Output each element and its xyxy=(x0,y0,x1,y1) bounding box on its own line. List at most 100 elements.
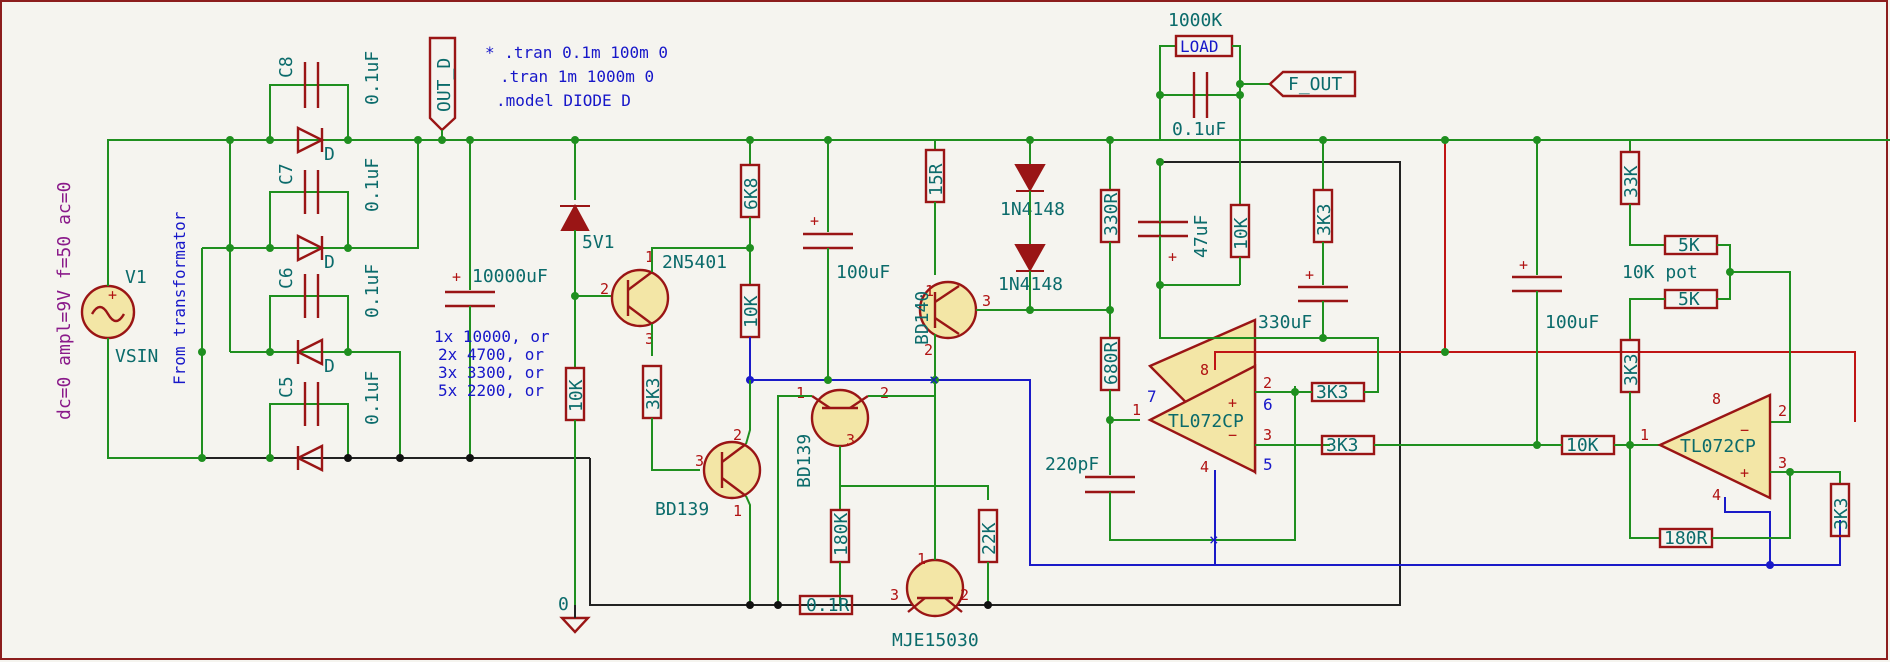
svg-text:5K: 5K xyxy=(1678,289,1700,310)
diode-d-4[interactable] xyxy=(295,444,324,472)
svg-text:+: + xyxy=(1740,464,1749,482)
svg-text:2: 2 xyxy=(960,586,969,604)
f-out-label[interactable]: F_OUT xyxy=(1268,70,1357,98)
cap-c8-value: 0.1uF xyxy=(362,51,383,105)
svg-text:+: + xyxy=(1228,394,1237,412)
diode-d-3[interactable] xyxy=(295,338,324,366)
svg-text:10K: 10K xyxy=(566,379,587,412)
diode-1n4148-b[interactable] xyxy=(1014,244,1046,273)
svg-text:+: + xyxy=(108,286,117,304)
svg-text:8: 8 xyxy=(1200,361,1209,379)
diode-1n4148-a[interactable] xyxy=(1014,164,1046,193)
opamp-tl072cp-1[interactable]: TL072CP +− 7 1 8 4 2 6 3 5 xyxy=(1132,318,1273,476)
svg-text:2: 2 xyxy=(1778,402,1787,420)
svg-text:1: 1 xyxy=(796,384,805,402)
svg-text:2N5401: 2N5401 xyxy=(662,252,727,273)
svg-text:2: 2 xyxy=(600,280,609,298)
svg-text:BD139: BD139 xyxy=(794,434,815,488)
svg-text:+: + xyxy=(1519,256,1528,274)
svg-text:3: 3 xyxy=(695,452,704,470)
svg-text:1: 1 xyxy=(1640,426,1649,444)
svg-text:2: 2 xyxy=(1263,374,1272,392)
svg-text:BD139: BD139 xyxy=(655,499,709,520)
resistor-0.1r[interactable] xyxy=(798,594,854,616)
cap-c5-value: 0.1uF xyxy=(362,371,383,425)
bridge-row-c5: C5 0.1uF xyxy=(269,371,383,472)
cap-100uf-b: 100uF xyxy=(1545,312,1599,333)
source-section: dc=0 ampl=9V f=50 ac=0 From transformato… xyxy=(54,139,230,459)
svg-text:3: 3 xyxy=(982,292,991,310)
svg-text:6: 6 xyxy=(1263,395,1273,414)
svg-text:5: 5 xyxy=(1263,455,1273,474)
diode-d-1[interactable] xyxy=(296,126,325,154)
svg-text:×: × xyxy=(929,370,939,389)
svg-text:+: + xyxy=(452,268,461,286)
cap-10000uf[interactable]: + 10000uF xyxy=(445,140,548,458)
zener-diode[interactable] xyxy=(560,203,590,231)
svg-text:5K: 5K xyxy=(1678,235,1700,256)
cap-47uf: 47uF xyxy=(1191,215,1212,258)
cap-220pf: 220pF xyxy=(1045,454,1099,475)
cap-c6-ref: C6 xyxy=(276,267,297,289)
out-d-label[interactable]: OUT_D xyxy=(428,36,457,144)
svg-text:+: + xyxy=(1168,248,1177,266)
transistor-bd140[interactable]: 123 BD140 xyxy=(912,280,991,359)
svg-text:1: 1 xyxy=(925,282,934,300)
svg-text:3: 3 xyxy=(890,586,899,604)
cap-c8-ref: C8 xyxy=(276,56,297,78)
svg-text:+: + xyxy=(1305,266,1314,284)
cap-note-2: 2x 4700, or xyxy=(438,345,544,364)
cap-note-1: 1x 10000, or xyxy=(434,327,550,346)
svg-text:6K8: 6K8 xyxy=(741,177,762,210)
cap-c6-value: 0.1uF xyxy=(362,264,383,318)
svg-text:TL072CP: TL072CP xyxy=(1680,436,1756,457)
cap-100uf-a: 100uF xyxy=(836,262,890,283)
svg-text:+: + xyxy=(810,212,819,230)
svg-text:4: 4 xyxy=(1200,458,1209,476)
diode-1n4148-a-label: 1N4148 xyxy=(1000,199,1065,220)
svg-text:180K: 180K xyxy=(831,512,852,556)
svg-text:15R: 15R xyxy=(926,163,947,196)
svg-text:−: − xyxy=(1740,421,1749,439)
opamp-tl072cp-2[interactable]: TL072CP −+ 1 8 4 2 3 xyxy=(1640,390,1787,504)
svg-text:3K3: 3K3 xyxy=(643,377,664,410)
svg-text:1: 1 xyxy=(733,502,742,520)
zener-label: 5V1 xyxy=(582,232,615,253)
cap-c5-ref: C5 xyxy=(276,376,297,398)
transistor-bd139-a[interactable]: 3 2 1 BD139 xyxy=(655,426,762,520)
svg-text:F_OUT: F_OUT xyxy=(1288,74,1342,95)
svg-text:1: 1 xyxy=(645,248,654,266)
cap-c7-value: 0.1uF xyxy=(362,158,383,212)
ground-icon xyxy=(559,616,591,634)
source-value: VSIN xyxy=(115,346,158,367)
source-ref: V1 xyxy=(125,267,147,288)
svg-text:3: 3 xyxy=(645,330,654,348)
diode-d-2[interactable] xyxy=(296,234,325,262)
directive-3: .model DIODE D xyxy=(496,91,631,110)
resistor-3k3-f[interactable] xyxy=(1829,482,1851,538)
svg-text:0.1R: 0.1R xyxy=(806,595,850,616)
svg-text:10K: 10K xyxy=(1566,435,1599,456)
transistor-2n5401[interactable]: 2 1 3 2N5401 xyxy=(600,248,727,348)
svg-text:2: 2 xyxy=(733,426,742,444)
svg-text:BD140: BD140 xyxy=(912,291,933,345)
bridge-row-c8: C8 0.1uF D xyxy=(269,51,383,165)
svg-text:33K: 33K xyxy=(1621,165,1642,198)
svg-text:TL072CP: TL072CP xyxy=(1168,411,1244,432)
pot-label: 10K pot xyxy=(1622,262,1698,283)
cap-c7-ref: C7 xyxy=(276,163,297,185)
bridge-row-c7: C7 0.1uF D xyxy=(202,140,419,273)
svg-text:22K: 22K xyxy=(979,522,1000,555)
svg-text:8: 8 xyxy=(1712,390,1721,408)
diode-label: D xyxy=(324,144,335,165)
svg-text:680R: 680R xyxy=(1101,341,1122,385)
svg-text:2: 2 xyxy=(880,384,889,402)
svg-text:3K3: 3K3 xyxy=(1314,203,1335,236)
svg-text:×: × xyxy=(1209,530,1219,549)
svg-text:MJE15030: MJE15030 xyxy=(892,630,979,651)
svg-text:7: 7 xyxy=(1147,387,1157,406)
sine-icon xyxy=(90,305,126,323)
